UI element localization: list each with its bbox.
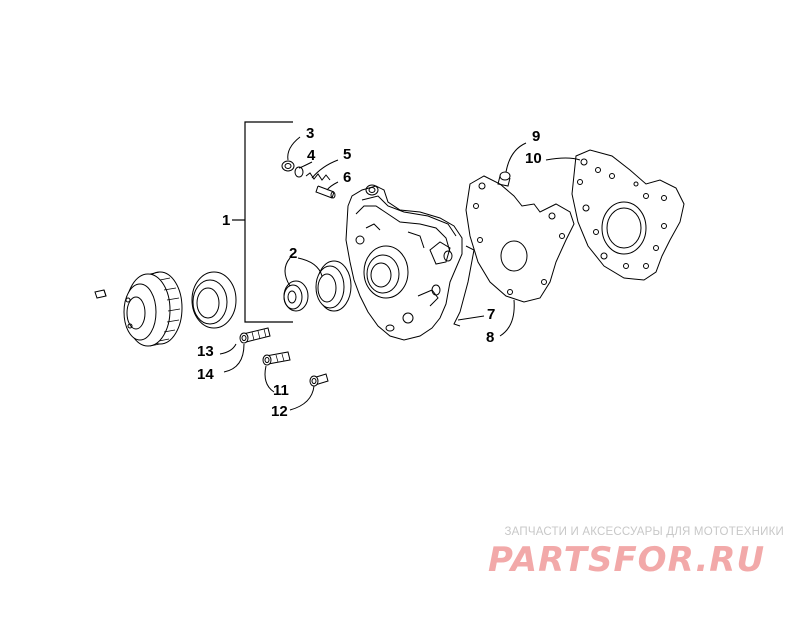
callout-11: 11 — [273, 382, 289, 399]
leader-lines — [219, 136, 581, 411]
assembly-bracket — [232, 121, 293, 323]
cover-plate — [571, 149, 685, 281]
callout-2: 2 — [289, 245, 298, 262]
oil-pump-housing — [345, 184, 463, 341]
callout-7: 7 — [487, 306, 496, 323]
callout-12: 12 — [271, 403, 288, 420]
drive-gear — [123, 271, 183, 347]
callout-6: 6 — [343, 169, 352, 186]
dowel-pin — [497, 171, 511, 187]
callout-8: 8 — [486, 329, 495, 346]
inner-rotor-gear — [283, 280, 309, 312]
callout-1: 1 — [222, 212, 231, 229]
watermark-tagline: ЗАПЧАСТИ И АКСЕССУАРЫ ДЛЯ МОТОТЕХНИКИ — [504, 526, 784, 538]
drive-key — [94, 289, 107, 299]
callout-3: 3 — [306, 125, 315, 142]
callout-9: 9 — [532, 128, 541, 145]
oil-seal — [191, 271, 237, 329]
callout-4: 4 — [307, 147, 316, 164]
callout-10: 10 — [525, 150, 542, 167]
outer-rotor-gear — [315, 260, 352, 312]
watermark-logo: PARTSFOR.RU — [488, 540, 766, 580]
pump-gasket — [465, 175, 575, 303]
bolt-long-13 — [239, 327, 271, 344]
bolt-12 — [309, 373, 329, 387]
bolt-11 — [262, 351, 291, 366]
callout-13: 13 — [197, 343, 214, 360]
callout-5: 5 — [343, 146, 352, 163]
watermark: ЗАПЧАСТИ И АКСЕССУАРЫ ДЛЯ МОТОТЕХНИКИ PA… — [484, 526, 784, 580]
wire-clip — [453, 245, 475, 327]
relief-valve-parts — [281, 160, 336, 199]
callout-14: 14 — [197, 366, 214, 383]
